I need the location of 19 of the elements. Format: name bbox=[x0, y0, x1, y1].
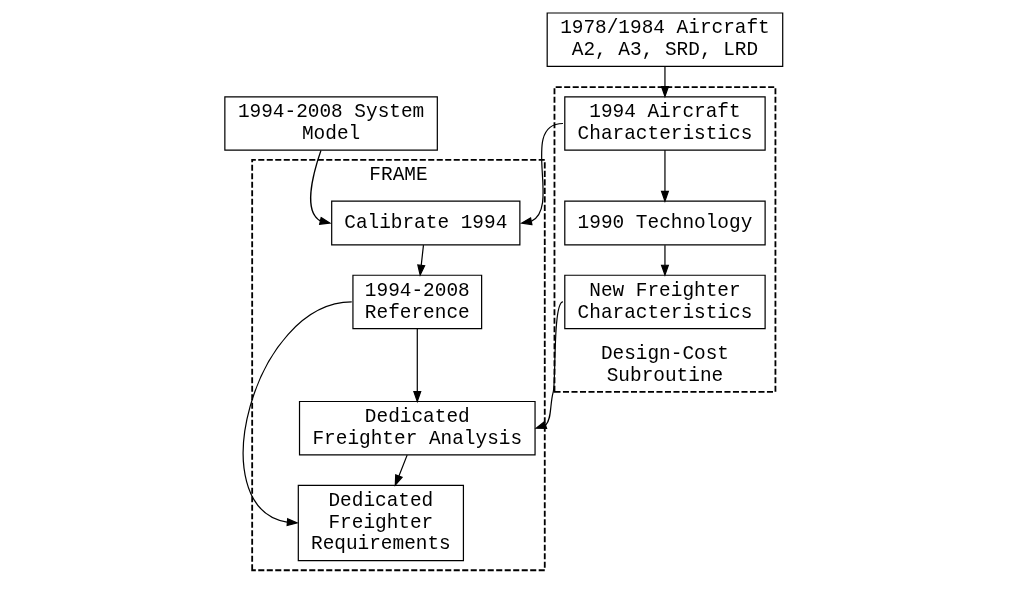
arrow bbox=[660, 149, 669, 203]
node-box: 1990 Technology bbox=[563, 200, 766, 246]
arrow bbox=[660, 66, 669, 99]
node-box: Dedicated Freighter Analysis bbox=[298, 400, 536, 456]
node-box: Dedicated Freighter Requirements bbox=[297, 484, 464, 562]
node-box: Calibrate 1994 bbox=[330, 200, 520, 246]
node-box: 1994-2008 Reference bbox=[351, 274, 482, 330]
arrow bbox=[412, 328, 422, 404]
arrow bbox=[660, 244, 669, 277]
arrow bbox=[519, 122, 564, 226]
node-box: 1994-2008 System Model bbox=[223, 96, 438, 151]
arrow bbox=[416, 244, 426, 277]
arrow bbox=[534, 301, 564, 429]
node-box: 1994 Aircraft Characteristics bbox=[563, 96, 766, 151]
arrow bbox=[394, 454, 408, 487]
node-box: 1978/1984 Aircraft A2, A3, SRD, LRD bbox=[546, 12, 783, 68]
node-box: New Freighter Characteristics bbox=[563, 274, 766, 330]
arrow bbox=[242, 301, 352, 527]
arrow bbox=[309, 149, 332, 225]
